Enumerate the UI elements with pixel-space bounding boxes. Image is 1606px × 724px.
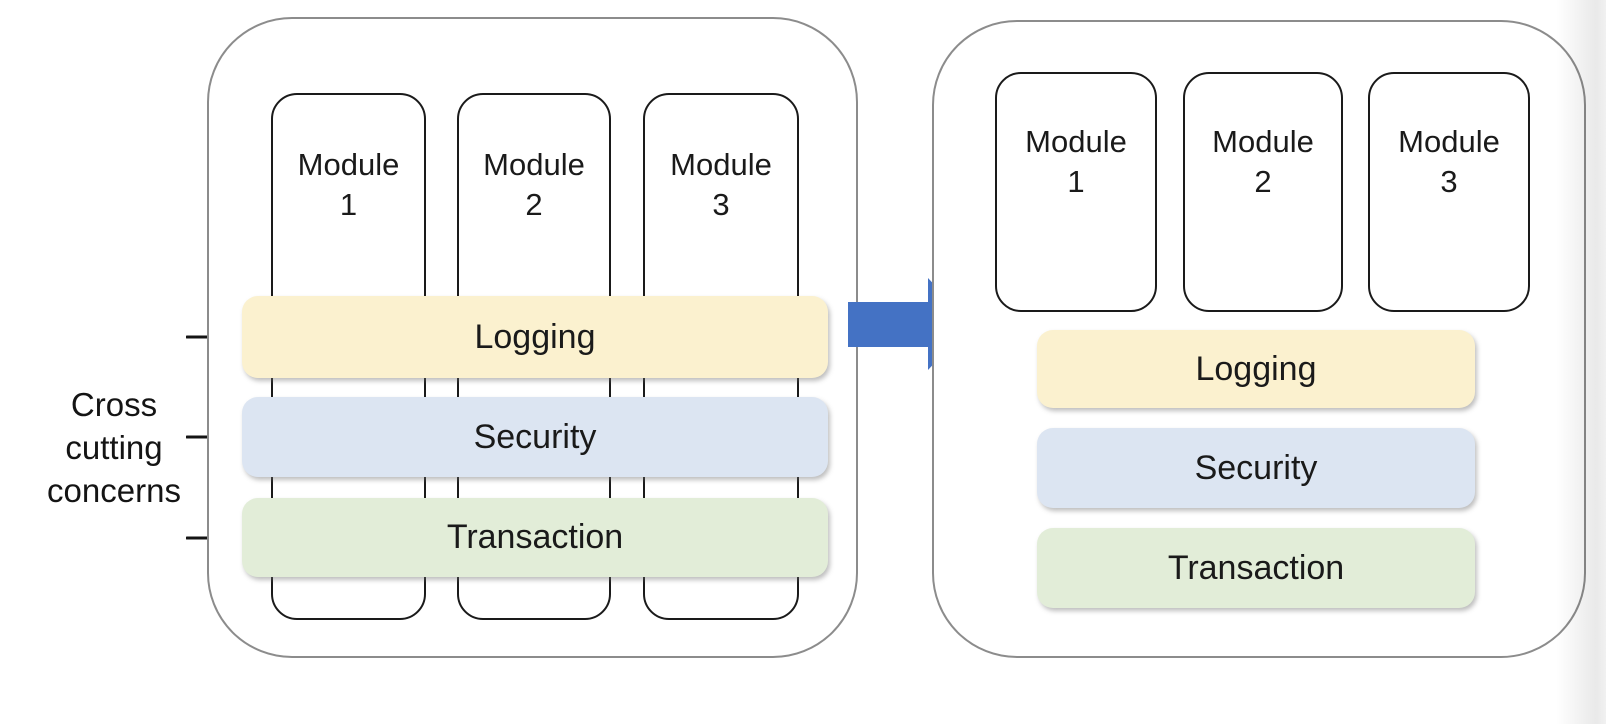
concern-bar-label: Transaction bbox=[446, 518, 624, 556]
module-box: Module 3 bbox=[1368, 72, 1530, 312]
module-label: Module bbox=[483, 147, 585, 182]
concern-bar-security: Security bbox=[242, 397, 828, 477]
cross-cutting-label: Cross cutting concerns bbox=[18, 383, 210, 512]
module-number: 2 bbox=[1254, 164, 1272, 199]
module-number: 3 bbox=[1440, 164, 1458, 199]
cross-cutting-label-line1: Cross bbox=[70, 386, 158, 423]
concern-bar-label: Logging bbox=[474, 317, 596, 356]
cross-cutting-label-line2: cutting bbox=[65, 429, 163, 466]
concern-bar-label: Security bbox=[1194, 448, 1318, 487]
module-label: Module bbox=[670, 147, 772, 182]
concern-bar-logging: Logging bbox=[1037, 330, 1475, 408]
concern-bar-label: Logging bbox=[1195, 349, 1317, 388]
module-label: Module bbox=[297, 147, 400, 182]
module-number: 1 bbox=[339, 187, 358, 222]
concern-bar-label: Transaction bbox=[1167, 548, 1345, 587]
module-label: Module bbox=[1025, 124, 1127, 159]
concern-bar-transaction: Transaction bbox=[242, 498, 828, 577]
module-number: 3 bbox=[712, 187, 730, 222]
concern-bar-logging: Logging bbox=[242, 296, 828, 378]
module-box: Module 2 bbox=[1183, 72, 1343, 312]
module-box: Module 1 bbox=[995, 72, 1157, 312]
concern-bar-transaction: Transaction bbox=[1037, 528, 1475, 608]
concern-bar-label: Security bbox=[473, 417, 597, 456]
cross-cutting-label-line3: concerns bbox=[47, 472, 181, 509]
concern-bar-security: Security bbox=[1037, 428, 1475, 508]
module-label: Module bbox=[1212, 124, 1314, 159]
module-number: 1 bbox=[1067, 164, 1085, 199]
module-label: Module bbox=[1398, 124, 1500, 159]
page-edge-shade bbox=[1556, 0, 1606, 724]
module-number: 2 bbox=[525, 187, 543, 222]
